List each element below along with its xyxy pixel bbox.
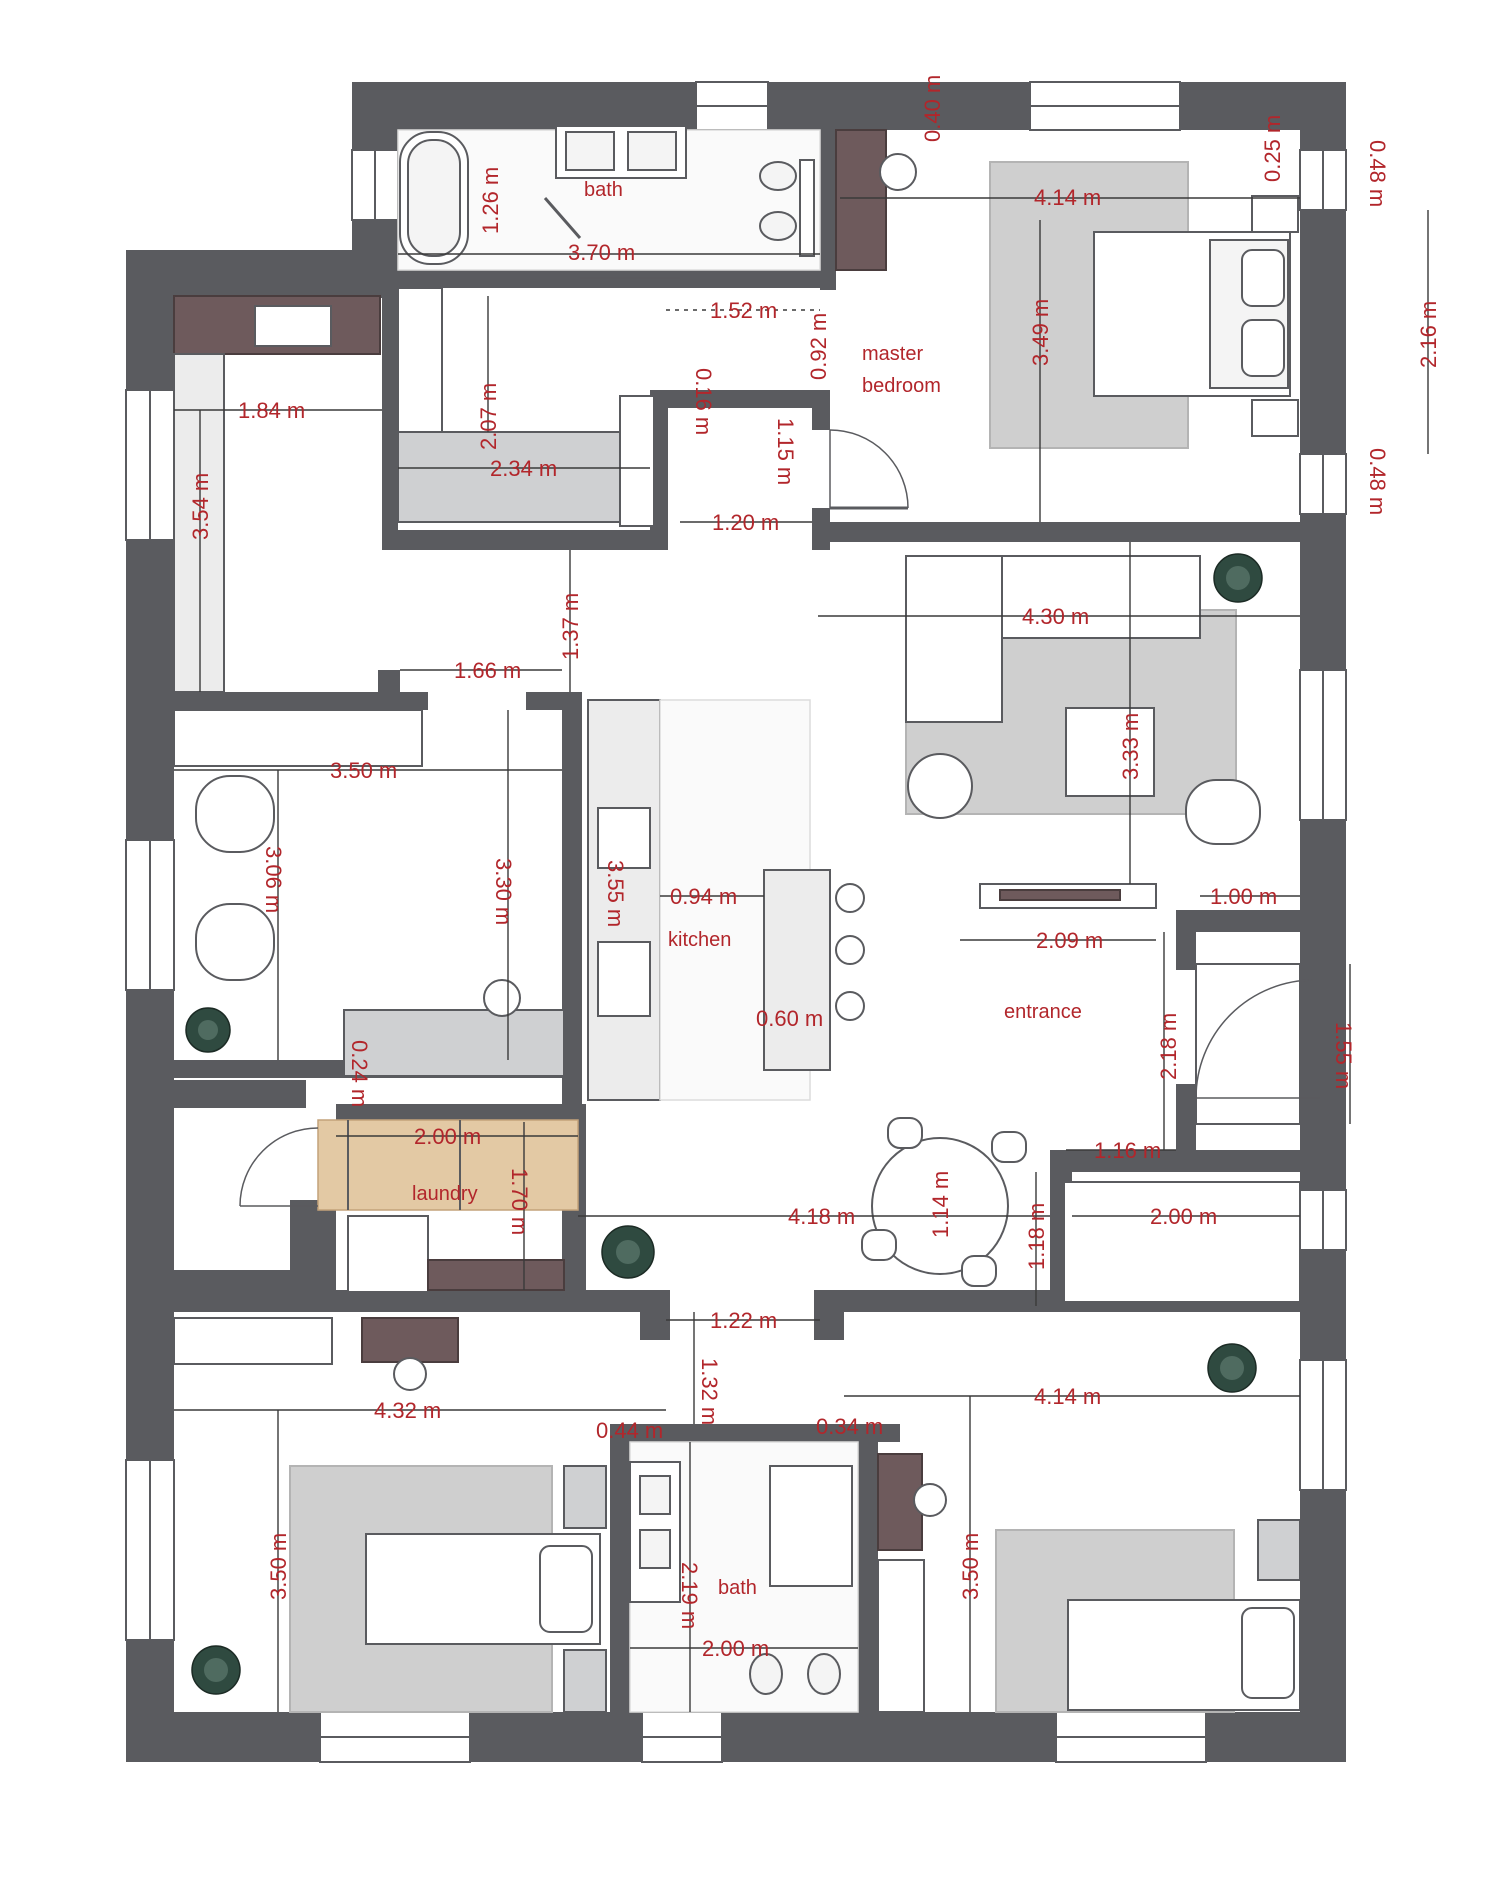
plants [185,553,1263,1695]
living-furniture [905,555,1261,909]
plant-icon [185,1007,231,1053]
dim-label: 2.07 m [476,383,501,450]
dim-label: 3.33 m [1118,713,1143,780]
dim-label: 0.25 m [1260,115,1285,182]
dim-label: 0.44 m [596,1418,663,1443]
dim-label: 0.48 m [1365,140,1390,207]
dining-area [861,963,1320,1303]
dim-label: 0.16 m [691,368,716,435]
sink-icon [565,131,615,171]
dim-label: 1.22 m [710,1308,777,1333]
bathtub-icon [407,139,461,257]
dim-label: 2.09 m [1036,928,1103,953]
plant-icon [1207,1343,1257,1393]
upper-kitchen-block [173,287,655,693]
dim-label: 1.15 m [773,418,798,485]
room-label-bath-top: bath [584,179,623,201]
toilet-icon [759,161,797,191]
dim-label: 1.55 m [1331,1022,1356,1089]
dimension-labels: 0.40 m 0.25 m 0.48 m 4.14 m 1.26 m 3.70 … [188,75,1441,1661]
room-label-master-2: bedroom [862,375,941,397]
sink-icon [597,941,651,1017]
dim-label: 0.94 m [670,884,737,909]
dim-label: 4.18 m [788,1204,855,1229]
bottom-left-bedroom [173,1317,607,1713]
shower-icon [769,1465,853,1587]
stove-icon [597,807,651,869]
dim-label: 1.66 m [454,658,521,683]
dim-label: 3.70 m [568,240,635,265]
dim-label: 0.92 m [806,313,831,380]
dim-label: 0.40 m [920,75,945,142]
dim-label: 1.16 m [1094,1138,1161,1163]
bottom-bath-fixtures [629,1441,859,1713]
dim-label: 0.34 m [816,1414,883,1439]
plant-icon [601,1225,655,1279]
dim-label: 3.49 m [1028,299,1053,366]
dim-label: 0.48 m [1365,448,1390,515]
room-label-entrance: entrance [1004,1001,1082,1023]
dim-label: 4.14 m [1034,1384,1101,1409]
room-label-bath-bottom: bath [718,1577,757,1599]
dimension-lines [174,197,1429,1712]
dim-label: 2.00 m [1150,1204,1217,1229]
dim-label: 2.00 m [702,1636,769,1661]
dim-label: 2.16 m [1416,301,1441,368]
windows [125,81,1347,1763]
dim-label: 4.32 m [374,1398,441,1423]
room-label-master-1: master [862,343,923,365]
toilet-icon [749,1653,783,1695]
plant-icon [191,1645,241,1695]
dim-label: 0.24 m [347,1040,372,1107]
laundry-room [239,1119,579,1293]
armchair-icon [195,775,275,853]
sink-icon [639,1475,671,1515]
dim-label: 3.30 m [491,858,516,925]
washing-machine-icon [347,1215,429,1293]
dining-table-icon [871,1137,1009,1275]
dim-label: 3.55 m [603,860,628,927]
dim-label: 3.06 m [261,846,286,913]
sink-icon [254,305,332,347]
top-bath-fixtures [397,125,821,279]
interior-walls [126,130,1300,1724]
dim-label: 3.50 m [330,758,397,783]
armchair-icon [1185,779,1261,845]
dim-label: 1.20 m [712,510,779,535]
dim-label: 4.14 m [1034,185,1101,210]
kitchen-island [587,699,865,1101]
dresser [835,129,887,271]
dim-label: 2.18 m [1156,1013,1181,1080]
plant-icon [1213,553,1263,603]
dim-label: 3.50 m [958,1533,983,1600]
dim-label: 1.37 m [558,593,583,660]
dim-label: 1.14 m [928,1171,953,1238]
room-labels: bath master bedroom kitchen entrance lau… [412,179,1082,1599]
dim-label: 3.50 m [266,1533,291,1600]
dim-label: 1.70 m [507,1168,532,1235]
room-label-kitchen: kitchen [668,929,731,951]
dim-label: 2.00 m [414,1124,481,1149]
dim-label: 1.26 m [478,167,503,234]
left-room-furniture [173,709,565,1077]
master-bedroom-furniture [829,129,1299,510]
dim-label: 1.18 m [1024,1203,1049,1270]
dim-label: 1.52 m [710,298,777,323]
dim-label: 1.32 m [697,1358,722,1425]
dim-label: 3.54 m [188,473,213,540]
dim-label: 0.60 m [756,1006,823,1031]
dim-label: 1.00 m [1210,884,1277,909]
dim-label: 4.30 m [1022,604,1089,629]
room-label-laundry: laundry [412,1183,478,1205]
bottom-right-bedroom [877,1453,1301,1713]
dim-label: 2.19 m [677,1562,702,1629]
dim-label: 2.34 m [490,456,557,481]
dim-label: 1.84 m [238,398,305,423]
